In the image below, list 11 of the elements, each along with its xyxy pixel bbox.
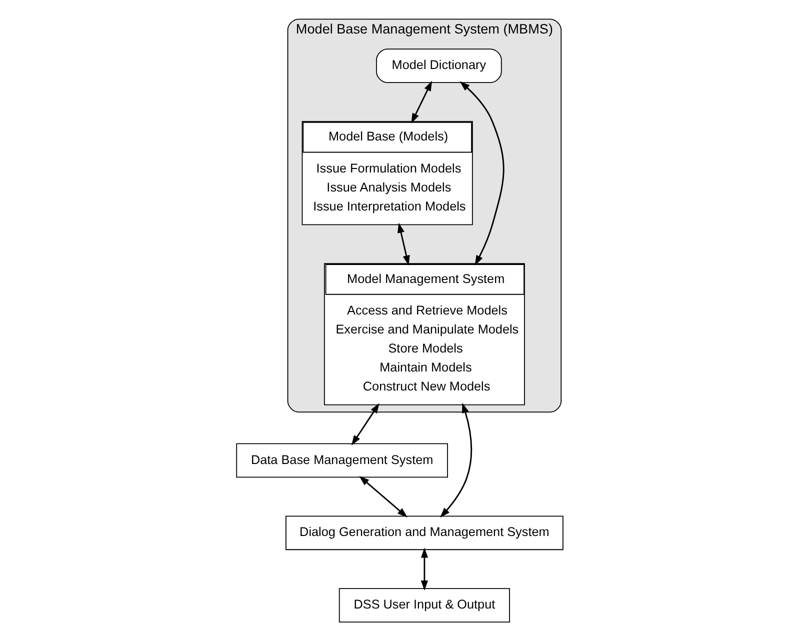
arrow [397,222,410,266]
arrow [350,403,379,446]
node-box: Dialog Generation and Management System [285,516,563,550]
node-box: Data Base Management System [236,443,448,478]
node-box: Model Dictionary [376,48,502,83]
arrow [440,402,472,518]
arrow [420,548,428,591]
arrow [459,81,504,266]
arrow [358,476,407,518]
arrow [410,80,432,124]
node-box: DSS User Input & Output [338,588,510,622]
